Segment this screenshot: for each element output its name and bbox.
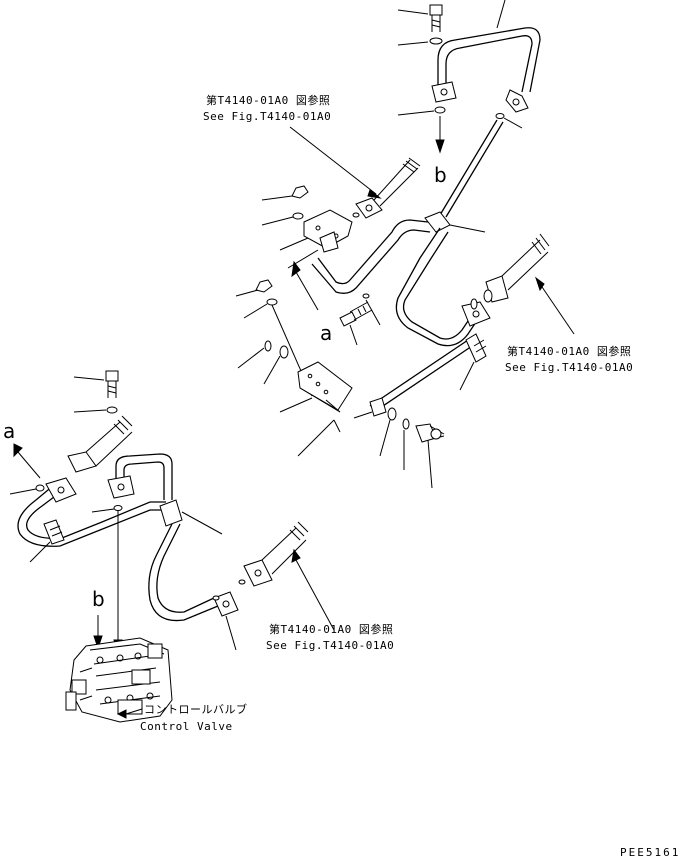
bolt-right-lower <box>415 423 445 443</box>
callout-top-leader <box>289 126 377 195</box>
callout-top-en: See Fig.T4140-01A0 <box>203 110 332 123</box>
flange-left-center <box>107 475 135 499</box>
bolt-top <box>429 4 443 32</box>
flange-left <box>45 477 77 503</box>
washer-left <box>106 406 118 414</box>
callout-bottom-en: See Fig.T4140-01A0 <box>266 639 395 652</box>
callout-top-jp: 第T4140-01A0 図参照 <box>206 94 331 107</box>
washer-right-1 <box>387 407 397 421</box>
flange-center-upper <box>355 197 383 219</box>
valve-label-jp: コントロールバルブ <box>144 703 248 716</box>
callout-bottom-jp: 第T4140-01A0 図参照 <box>269 623 394 636</box>
upper-pipe-assembly <box>235 0 550 489</box>
callout-right-jp: 第T4140-01A0 図参照 <box>507 345 632 358</box>
nut-upper <box>291 185 309 199</box>
callout-right-en: See Fig.T4140-01A0 <box>505 361 634 374</box>
lower-pipe-assembly <box>9 370 309 654</box>
flange-left-upper <box>67 451 97 473</box>
marker-a-left: a <box>3 419 16 443</box>
washer-upper <box>292 212 304 220</box>
nut-middle <box>255 279 273 293</box>
oring-top-left <box>434 106 446 114</box>
bolt-left <box>105 370 119 398</box>
callout-bottom-leader <box>295 559 335 631</box>
washer-right-2 <box>402 418 410 430</box>
marker-a-middle: a <box>320 321 333 345</box>
flange-top-right <box>505 89 529 113</box>
callout-right-leader <box>539 283 575 335</box>
page-code: PEE5161 <box>620 846 681 859</box>
flange-bottom <box>213 591 239 617</box>
washer-top <box>429 37 443 45</box>
bracket-upper <box>303 209 353 249</box>
washer-middle <box>266 298 278 306</box>
pipe-clamp-upper <box>424 211 451 233</box>
marker-b-top: b <box>434 163 447 187</box>
pipe-clamp-lower <box>159 499 183 527</box>
bolt-middle <box>339 301 373 327</box>
valve-label-en: Control Valve <box>140 720 233 733</box>
bracket-lower <box>297 361 353 411</box>
marker-b-left: b <box>92 587 105 611</box>
flange-top-left <box>431 81 457 103</box>
